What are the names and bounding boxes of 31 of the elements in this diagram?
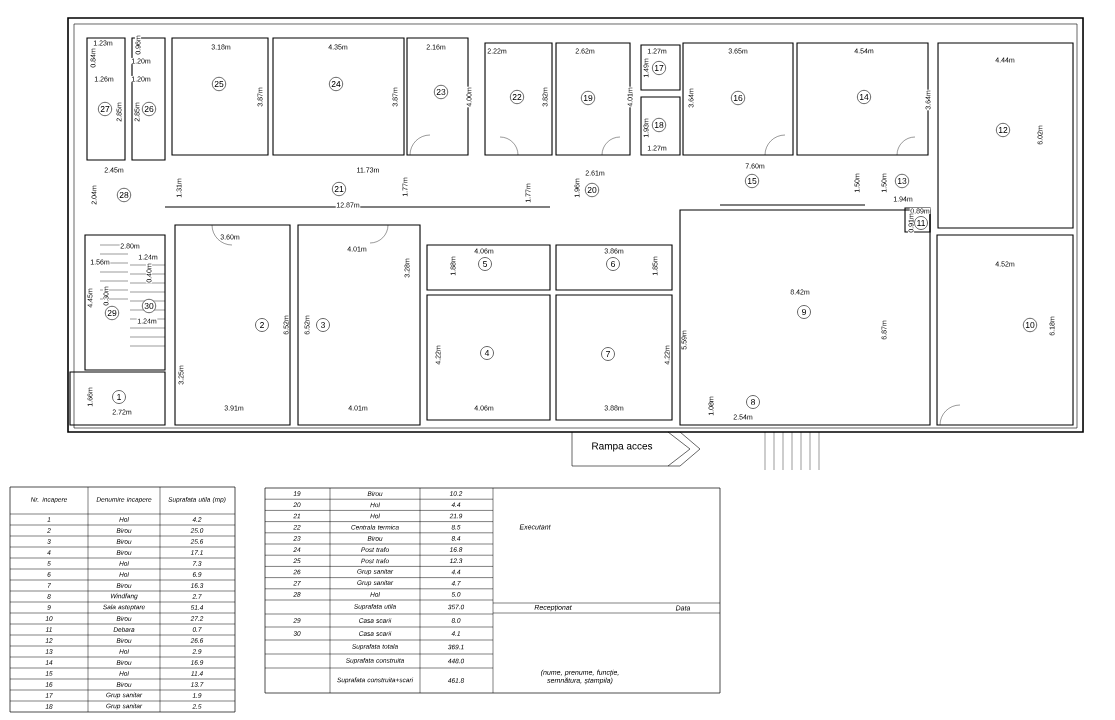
ramp-label: Rampa acces [592,442,653,452]
room-number: 10 [1023,318,1037,332]
room-number: 30 [142,299,156,313]
room-number: 5 [478,257,492,271]
room-number: 9 [797,305,811,319]
room-number: 17 [652,61,666,75]
room-number: 26 [142,102,156,116]
room-number: 13 [895,174,909,188]
room-number: 24 [329,77,343,91]
room-number: 18 [652,118,666,132]
room-number: 6 [606,257,620,271]
room-number: 27 [98,102,112,116]
room-number: 20 [585,183,599,197]
room-number: 23 [434,85,448,99]
room-number: 14 [857,90,871,104]
room-number: 16 [731,91,745,105]
room-number: 15 [745,174,759,188]
room-number: 11 [914,216,928,230]
room-number: 2 [255,318,269,332]
room-number: 1 [112,390,126,404]
room-number: 22 [510,90,524,104]
room-number: 21 [332,182,346,196]
room-number: 28 [117,188,131,202]
room-number: 7 [601,347,615,361]
room-number: 29 [105,306,119,320]
room-number: 8 [746,395,760,409]
room-number: 3 [316,318,330,332]
room-number: 19 [581,91,595,105]
room-number: 4 [480,346,494,360]
room-number: 12 [996,123,1010,137]
room-number: 25 [212,77,226,91]
